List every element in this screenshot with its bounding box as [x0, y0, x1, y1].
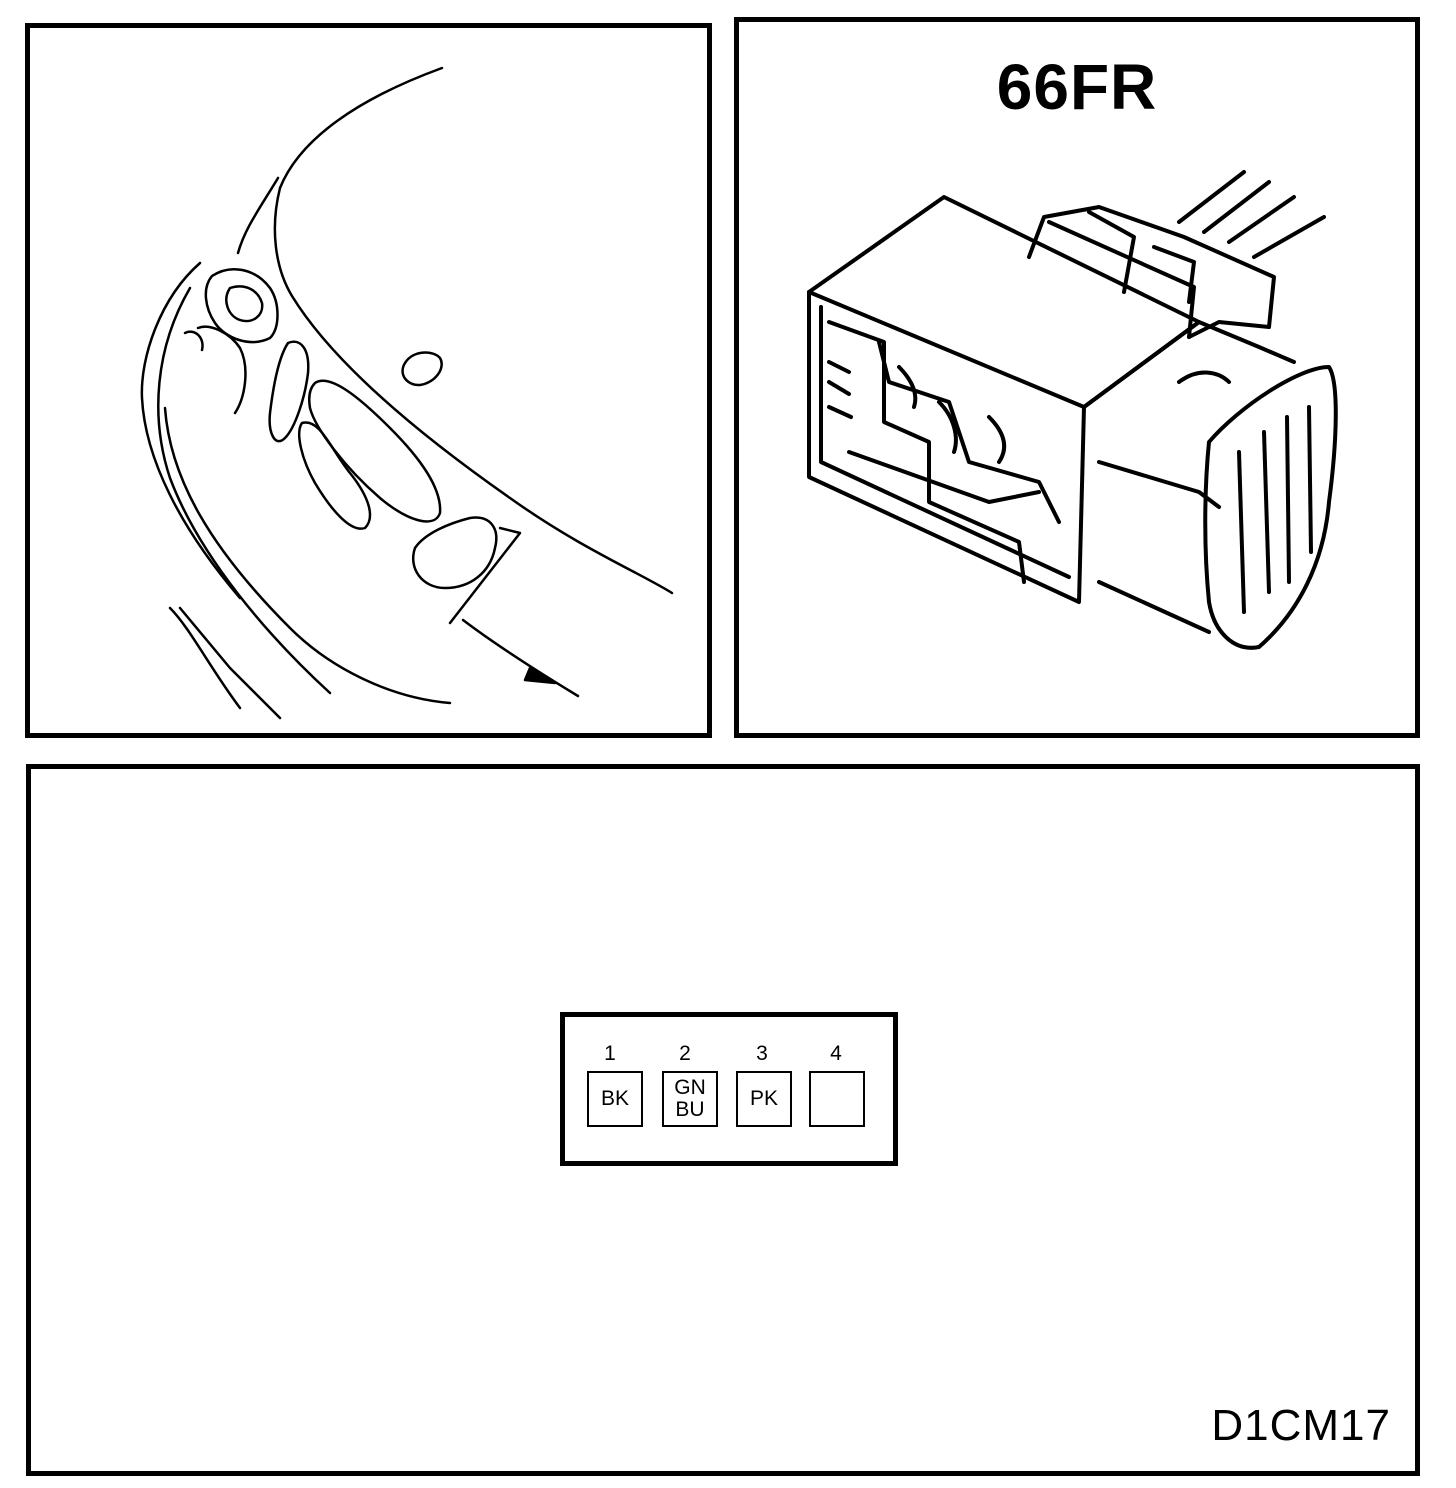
- pin-number: 1: [604, 1042, 616, 1065]
- pin-number: 4: [830, 1042, 842, 1065]
- wire-color-code: PK: [749, 1087, 778, 1110]
- pin-cavity: [809, 1071, 865, 1127]
- connector-pinout-panel: 1 2 3 4 BK GN BU PK D1CM17: [26, 764, 1420, 1476]
- pin-cavity: PK: [736, 1071, 792, 1127]
- pin-cavity: GN BU: [662, 1071, 718, 1127]
- connector-illustration-panel: 66FR: [734, 17, 1420, 738]
- wire-color-code: BK: [600, 1087, 629, 1110]
- wire-color-code: BU: [675, 1098, 705, 1121]
- pin-number: 2: [679, 1042, 691, 1065]
- vehicle-front-illustration: [140, 66, 674, 720]
- connector-face: 1 2 3 4 BK GN BU PK: [560, 1012, 898, 1166]
- connector-id-label: 66FR: [996, 51, 1158, 123]
- pin-cavity: BK: [587, 1071, 643, 1127]
- figure-code: D1CM17: [1211, 1401, 1391, 1450]
- pin-number: 3: [756, 1042, 768, 1065]
- wire-color-code: GN: [674, 1076, 706, 1099]
- connector-3d-illustration: [807, 170, 1338, 650]
- vehicle-location-panel: [25, 23, 712, 738]
